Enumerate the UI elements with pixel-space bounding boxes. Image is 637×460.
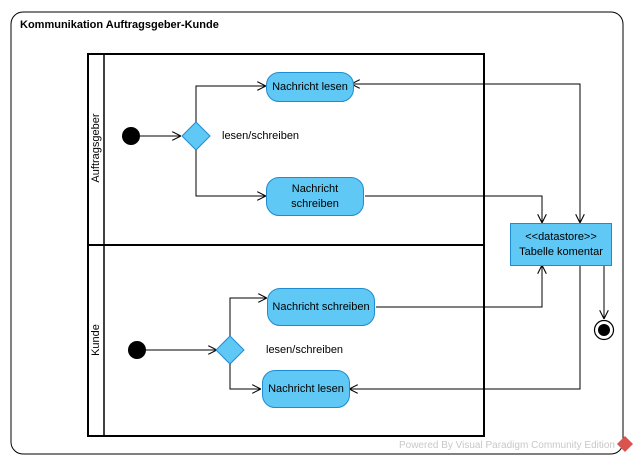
guard-label-bottom: lesen/schreiben [266, 344, 344, 356]
action-nachricht-schreiben-top: Nachricht schreiben [266, 177, 364, 216]
flow-decision-to-write-top [195, 150, 265, 196]
final-node-inner [598, 324, 610, 336]
watermark-text: Powered By Visual Paradigm Community Edi… [398, 440, 615, 451]
datastore-tabelle-komentar: <<datastore>> Tabelle komentar [510, 223, 612, 266]
flow-decision-to-write-bottom [229, 298, 266, 336]
action-nachricht-lesen-bottom: Nachricht lesen [262, 370, 350, 408]
lane-label-auftragsgeber: Auftragsgeber [90, 113, 102, 183]
action-label: Nachricht schreiben [291, 182, 339, 210]
datastore-name: Tabelle komentar [519, 245, 603, 258]
diagram-frame [10, 11, 624, 455]
guard-label-top: lesen/schreiben [222, 130, 300, 142]
action-nachricht-lesen-top: Nachricht lesen [266, 72, 354, 102]
lane-label-kunde: Kunde [90, 324, 102, 356]
visual-paradigm-logo-icon [617, 436, 633, 452]
flow-write-bottom-to-datastore [376, 266, 542, 308]
flow-write-top-to-datastore [365, 195, 542, 222]
diagram-title: Kommunikation Auftragsgeber-Kunde [20, 19, 219, 31]
flow-decision-to-read-top [195, 86, 265, 122]
action-label: Nachricht lesen [272, 80, 348, 93]
initial-node-top [122, 127, 140, 145]
action-label: Nachricht lesen [268, 382, 344, 395]
flow-datastore-to-read-bottom [350, 266, 581, 389]
action-label: Nachricht schreiben [272, 300, 370, 313]
datastore-stereotype: <<datastore>> [525, 230, 597, 243]
action-nachricht-schreiben-bottom: Nachricht schreiben [267, 288, 375, 326]
initial-node-bottom [128, 341, 146, 359]
flow-datastore-to-read-top [352, 84, 581, 222]
flow-decision-to-read-bottom [229, 364, 260, 389]
